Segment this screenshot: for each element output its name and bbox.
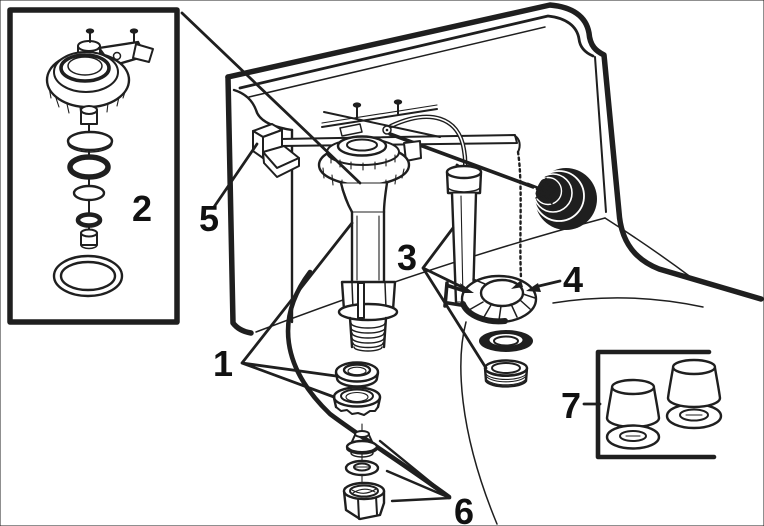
- bowl-outline-lines: [255, 217, 704, 525]
- leader-5: [212, 142, 259, 209]
- part-labels: 1 2 3 4 5 6 7: [132, 188, 583, 526]
- part-label-2: 2: [132, 188, 152, 229]
- leader-6: [378, 439, 452, 503]
- float-ball: [526, 168, 597, 230]
- leader-4: [526, 279, 562, 292]
- supply-hex-nut: [342, 481, 386, 521]
- trapway-curve-leader: [285, 269, 452, 500]
- part-label-5: 5: [199, 198, 219, 239]
- coupler-slot: [357, 282, 365, 319]
- cap-exploded: [45, 28, 154, 117]
- spud-nut: [483, 359, 529, 388]
- fill-valve: [317, 135, 422, 352]
- spud-gasket: [479, 330, 533, 352]
- leader-inset-to-valve-cap: [180, 11, 362, 185]
- valve-top-linkage: [321, 99, 441, 138]
- kit-left-cone: [605, 378, 661, 429]
- supply-washer: [344, 459, 380, 477]
- shank-threads: [350, 322, 386, 352]
- fill-valve-locknut: [332, 386, 382, 416]
- supply-cone: [345, 423, 379, 484]
- part-label-6: 6: [454, 491, 474, 526]
- flapper-chain: [511, 150, 523, 289]
- cone-washer-kit-box: [595, 349, 723, 460]
- tank-outline: [225, 2, 764, 336]
- part-label-7: 7: [561, 385, 581, 426]
- part-label-4: 4: [563, 259, 583, 300]
- kit-right-cone: [666, 358, 722, 409]
- kit-left-washer: [605, 424, 661, 450]
- flapper-spokes: [468, 278, 536, 321]
- fill-valve-washer: [334, 361, 380, 388]
- cap-tab: [403, 140, 422, 162]
- overflow-tube: [445, 163, 483, 304]
- rod-wingnut: [535, 177, 559, 205]
- leader-lines: [180, 11, 602, 503]
- leader-3: [421, 226, 488, 370]
- chain-arrow: [511, 280, 523, 289]
- inset-box-cap-assembly: [7, 7, 180, 325]
- part-label-1: 1: [213, 343, 233, 384]
- part-label-3: 3: [397, 237, 417, 278]
- leader-1: [240, 221, 354, 399]
- cap-stem-stack: [52, 105, 124, 298]
